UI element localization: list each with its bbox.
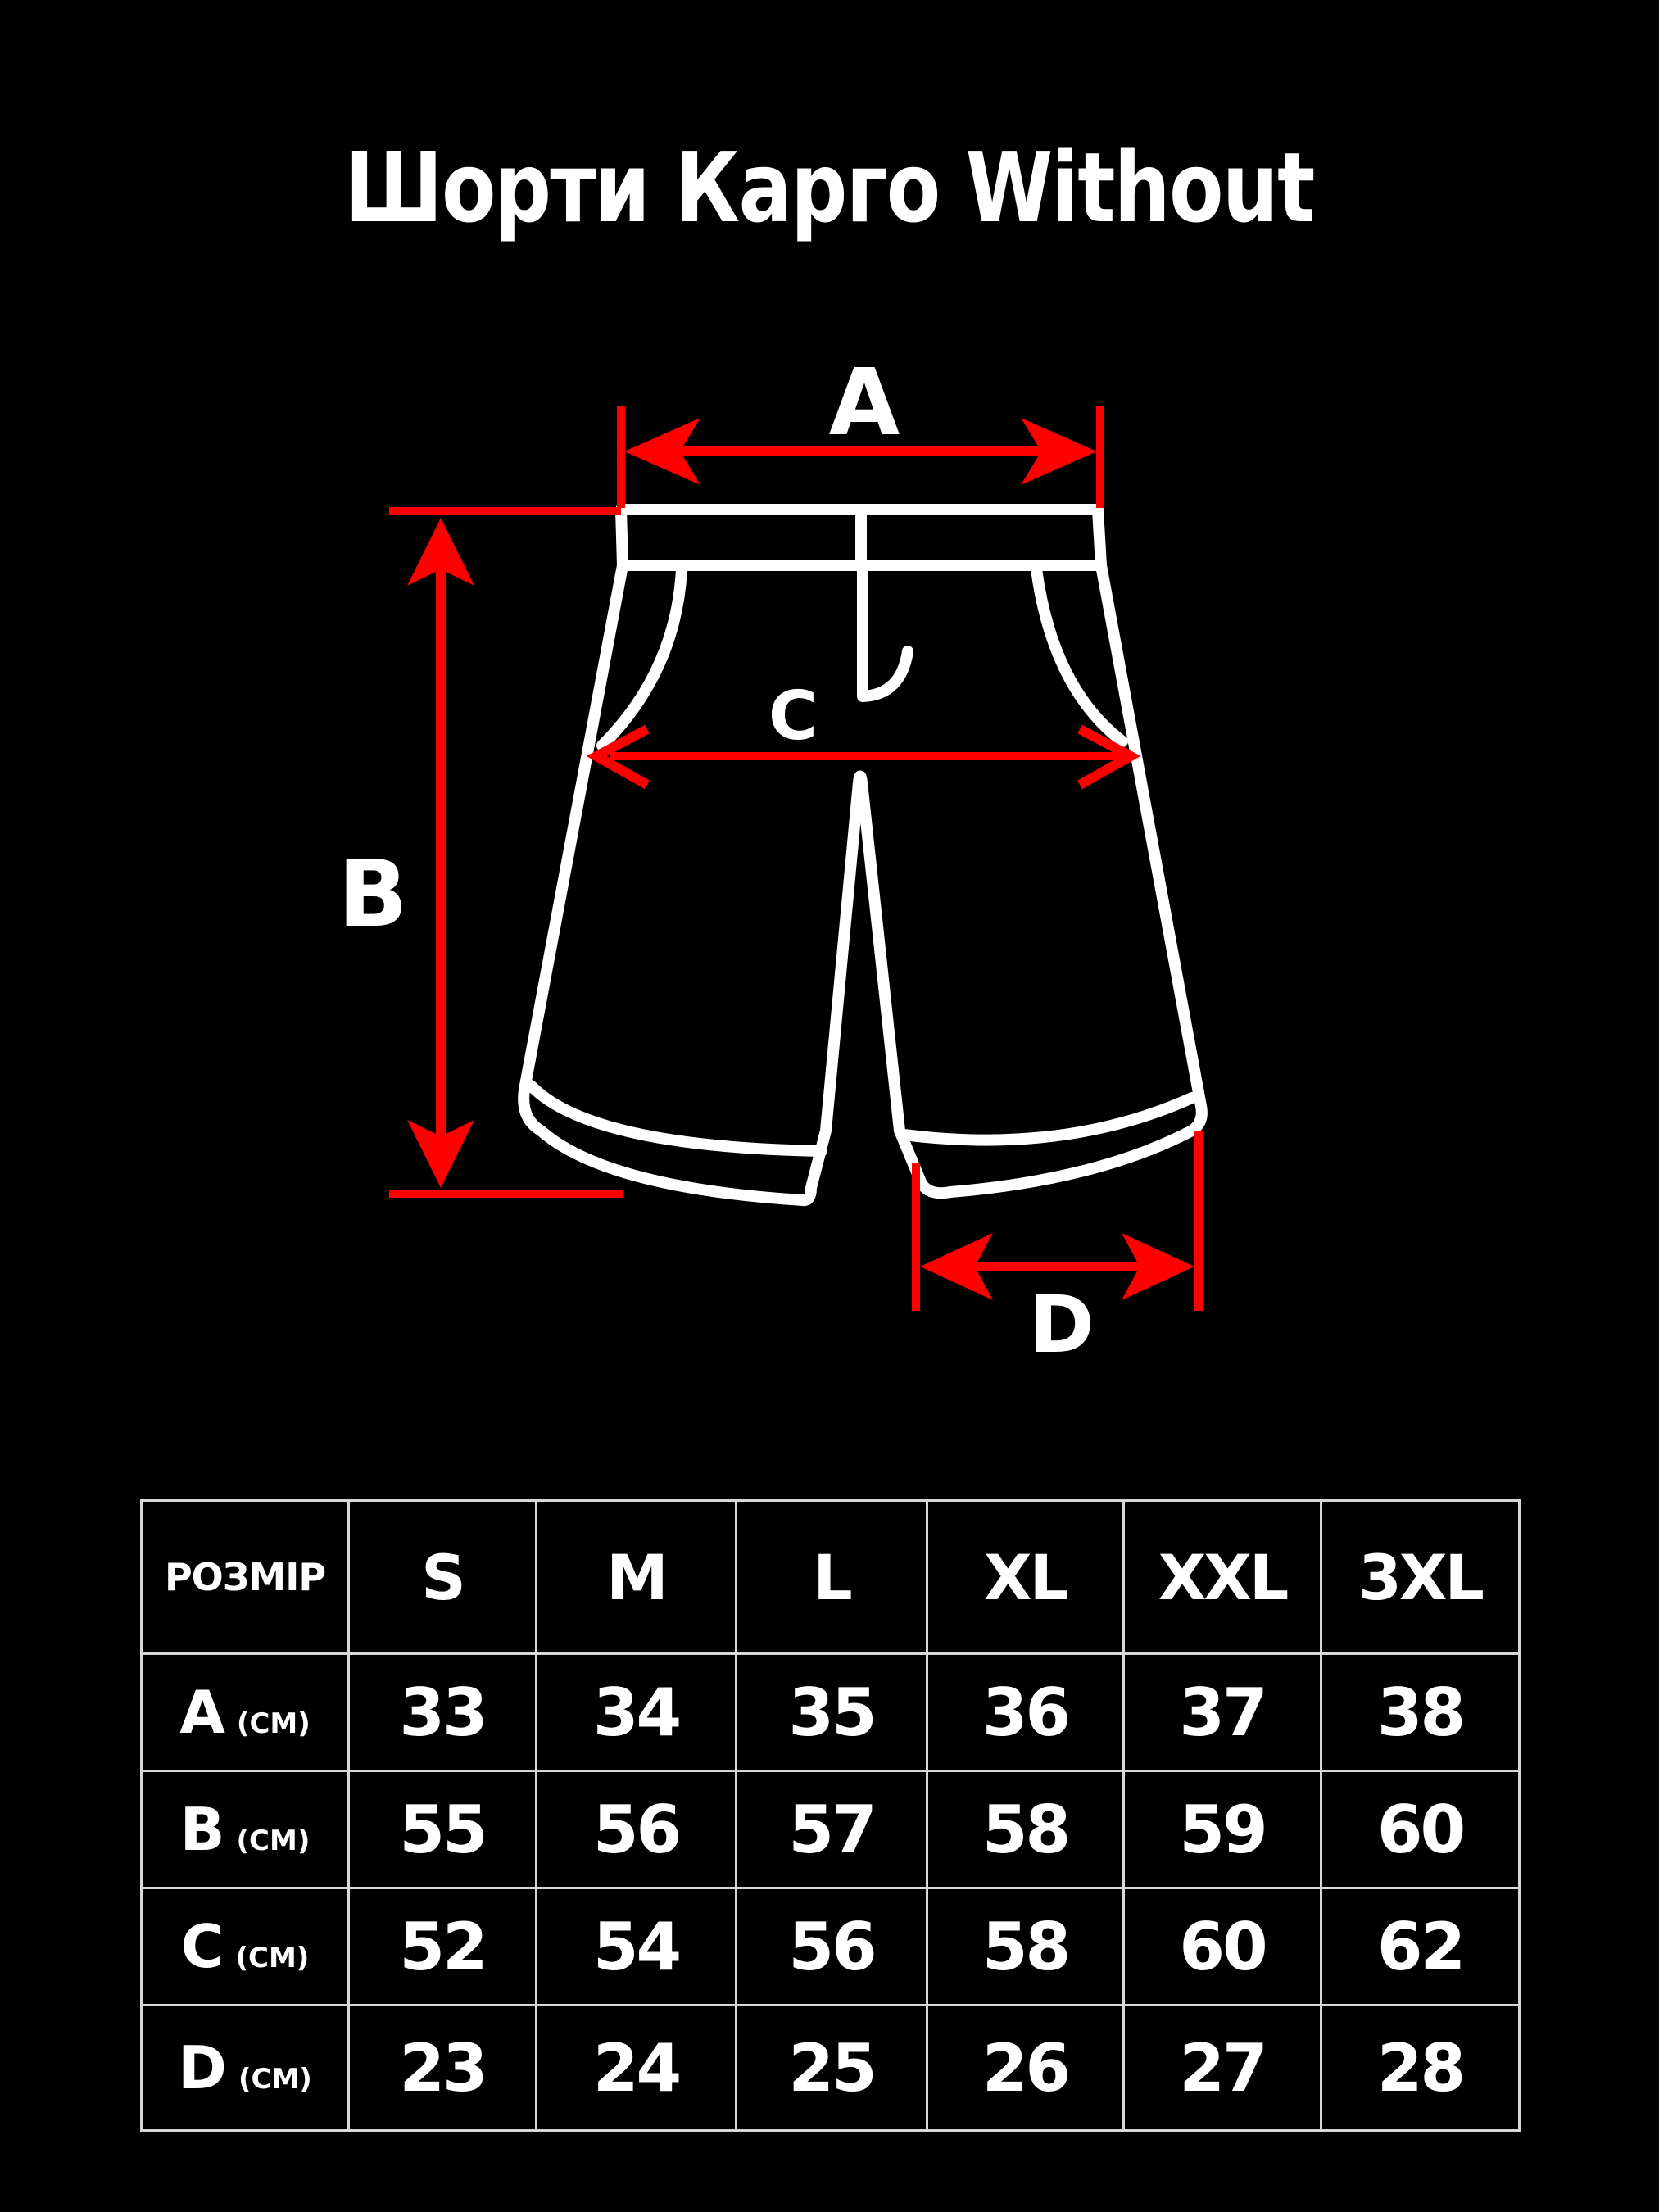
table-cell: 55 <box>347 1770 537 1889</box>
row-label-letter: C <box>180 1912 224 1981</box>
label-a: A <box>829 350 900 456</box>
shorts-outline <box>518 504 1208 1207</box>
table-row: C (СМ) 52 54 56 58 60 62 <box>140 1887 1521 2006</box>
shorts-measurement-diagram: A B C D <box>338 350 1208 1371</box>
table-cell: 60 <box>1320 1770 1521 1889</box>
table-cell: 28 <box>1320 2004 1521 2132</box>
table-cell: 60 <box>1122 1887 1322 2006</box>
table-cell: 34 <box>535 1652 737 1772</box>
size-column-header: S <box>347 1499 537 1655</box>
table-row: A (СМ) 33 34 35 36 37 38 <box>140 1652 1521 1772</box>
label-b: B <box>338 841 407 948</box>
table-cell: 33 <box>347 1652 537 1772</box>
size-column-header: XL <box>926 1499 1125 1655</box>
measurements <box>389 406 1203 1311</box>
table-cell: 58 <box>926 1770 1125 1889</box>
row-label-unit: (СМ) <box>238 2063 312 2096</box>
size-header-label: РОЗМІР <box>140 1499 350 1655</box>
table-cell: 26 <box>926 2004 1125 2132</box>
page-title: Шорти Карго Without <box>345 131 1315 244</box>
table-cell: 27 <box>1122 2004 1322 2132</box>
table-cell: 36 <box>926 1652 1125 1772</box>
measure-d <box>912 1131 1203 1311</box>
row-label-unit: (СМ) <box>235 1942 310 1974</box>
label-c: C <box>768 678 818 755</box>
table-cell: 62 <box>1320 1887 1521 2006</box>
row-label: C (СМ) <box>140 1887 350 2006</box>
table-cell: 59 <box>1122 1770 1322 1889</box>
size-column-header: 3XL <box>1320 1499 1521 1655</box>
table-cell: 56 <box>735 1887 928 2006</box>
measure-b <box>389 507 623 1198</box>
left-leg-outline <box>518 560 1208 1207</box>
table-cell: 38 <box>1320 1652 1521 1772</box>
table-row: D (СМ) 23 24 25 26 27 28 <box>140 2004 1521 2132</box>
row-label: B (СМ) <box>140 1770 350 1889</box>
size-column-header: M <box>535 1499 737 1655</box>
measure-c <box>586 724 1141 790</box>
table-cell: 56 <box>535 1770 737 1889</box>
row-label: A (СМ) <box>140 1652 350 1772</box>
table-row: B (СМ) 55 56 57 58 59 60 <box>140 1770 1521 1889</box>
row-label: D (СМ) <box>140 2004 350 2132</box>
table-cell: 24 <box>535 2004 737 2132</box>
right-pocket-icon <box>1031 564 1128 747</box>
row-label-letter: B <box>179 1795 225 1864</box>
label-d: D <box>1029 1279 1095 1371</box>
size-column-header: L <box>735 1499 928 1655</box>
measure-a <box>617 406 1104 508</box>
size-table: РОЗМІР S M L XL XXL 3XL A (СМ) 33 34 35 3… <box>140 1499 1521 2132</box>
right-hem-cuff <box>898 1092 1198 1146</box>
left-pocket-icon <box>596 564 687 751</box>
table-cell: 25 <box>735 2004 928 2132</box>
row-label-letter: A <box>179 1678 225 1747</box>
row-label-unit: (СМ) <box>236 1824 310 1857</box>
size-column-header: XXL <box>1122 1499 1322 1655</box>
table-cell: 35 <box>735 1652 928 1772</box>
row-label-letter: D <box>178 2033 227 2102</box>
left-hem-cuff <box>525 1080 827 1157</box>
table-header-row: РОЗМІР S M L XL XXL 3XL <box>140 1499 1521 1655</box>
table-cell: 57 <box>735 1770 928 1889</box>
table-cell: 37 <box>1122 1652 1322 1772</box>
table-cell: 23 <box>347 2004 537 2132</box>
table-cell: 58 <box>926 1887 1125 2006</box>
table-cell: 54 <box>535 1887 737 2006</box>
row-label-unit: (СМ) <box>236 1707 310 1740</box>
fly-stitch <box>857 564 913 702</box>
table-cell: 52 <box>347 1887 537 2006</box>
